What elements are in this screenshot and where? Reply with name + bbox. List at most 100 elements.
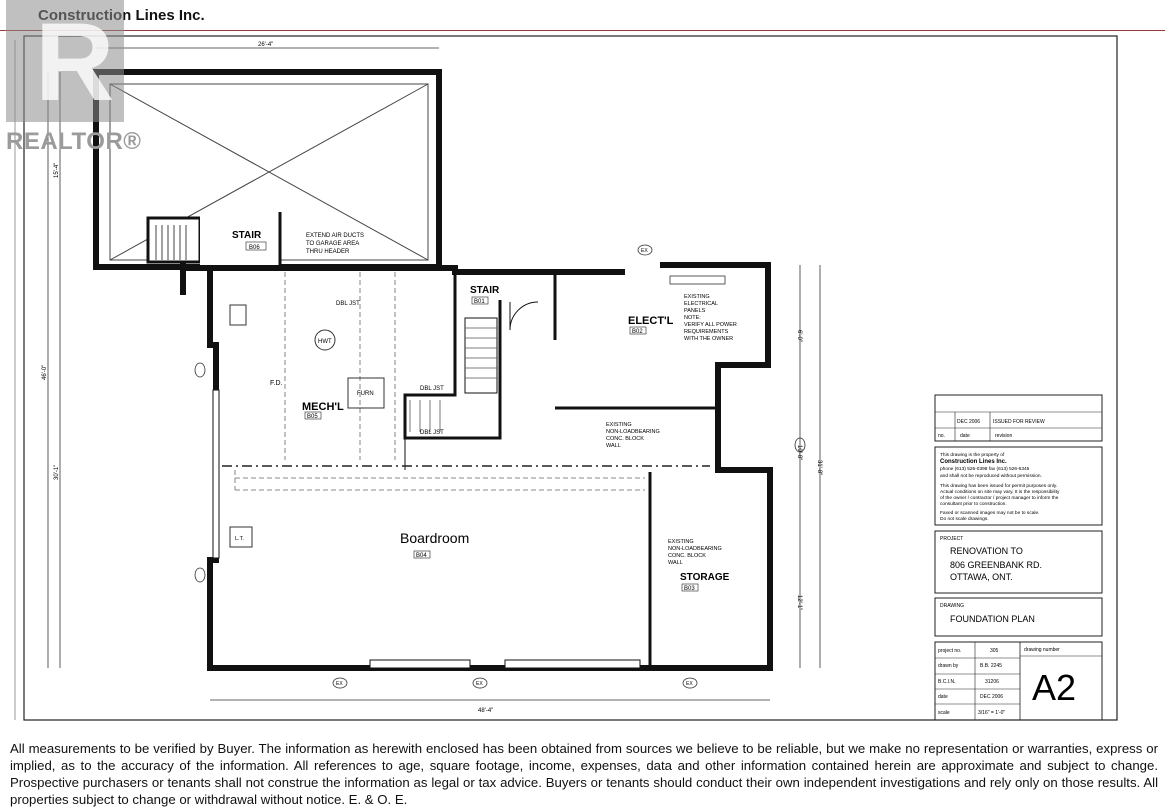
permit-2: Actual conditions on site may vary. It i… [940, 489, 1060, 495]
wall-note-1-line-2: NON-LOADBEARING [606, 429, 660, 435]
project-label: PROJECT [940, 536, 963, 542]
drawing-label: DRAWING [940, 603, 964, 609]
own-2: Construction Lines Inc. [940, 459, 1007, 465]
project-line-1: RENOVATION TO [950, 546, 1023, 556]
title-block: DEC 2006 ISSUED FOR REVIEW no. date revi… [934, 394, 1103, 721]
drawn-by: B.B. 2245 [980, 663, 1002, 669]
realtor-logo-letter: R [35, 1, 114, 124]
bcin-label: B.C.I.N. [938, 679, 956, 685]
scale-label: scale [938, 710, 950, 716]
water-heater-symbol [314, 329, 336, 351]
boardroom-tag [413, 550, 431, 559]
electl-label: ELECT'L [628, 315, 674, 327]
ex-markers [194, 244, 806, 689]
mech-label: MECH'L [302, 401, 344, 413]
stair-upper-label: STAIR [232, 230, 262, 241]
wall-note-1: EXISTING NON-LOADBEARING CONC. BLOCK WAL… [606, 422, 660, 449]
hwt-label: HWT [318, 339, 332, 345]
rev-date: DEC 2006 [957, 419, 980, 425]
electrical-panels [669, 275, 726, 285]
electrical-note-7: WITH THE OWNER [684, 336, 733, 342]
dbl-jst-3: DBL JST [420, 430, 444, 436]
dimension-labels: 26'-4" 48'-4" 15'-4" 46'-0" 30'-1" 6'-0"… [42, 42, 822, 714]
electrical-note-5: VERIFY ALL POWER [684, 322, 737, 328]
wall-note-2-line-4: WALL [668, 560, 683, 566]
mech-code: B05 [307, 414, 318, 420]
electrical-note-1: EXISTING [684, 294, 710, 300]
upper-stair: STAIR B06 [146, 212, 282, 270]
realtor-brand: REALTOR® [6, 128, 142, 155]
dbl-jst-2: DBL JST [420, 386, 444, 392]
disclaimer-text: All measurements to be verified by Buyer… [10, 741, 1158, 807]
drawing-number: A2 [1032, 667, 1076, 708]
date: DEC 2006 [980, 694, 1003, 700]
windows [212, 389, 641, 669]
stair-mid-tag [471, 296, 489, 305]
ex-label-4: EX [686, 681, 693, 687]
drawing-number-label: drawing number [1024, 647, 1060, 653]
wall-note-2-line-2: NON-LOADBEARING [668, 546, 722, 552]
own-4: and shall not be reproduced without perm… [940, 473, 1042, 479]
wall-note-1-line-1: EXISTING [606, 422, 632, 428]
lt-label: L.T. [235, 536, 244, 542]
dim-left-2: 46'-0" [42, 365, 48, 380]
boardroom-label: Boardroom [400, 530, 469, 546]
fd-label: F.D. [270, 380, 283, 387]
scale: 3/16" = 1'-0" [978, 710, 1005, 716]
storage-label: STORAGE [680, 572, 730, 583]
stair-upper-code: B06 [249, 245, 260, 251]
electrical-note-3: PANELS [684, 308, 706, 314]
drawing-title: FOUNDATION PLAN [950, 614, 1035, 624]
dim-left-1: 15'-4" [54, 163, 60, 178]
foundation-walls [180, 262, 773, 671]
dashed-joists [234, 272, 645, 491]
electrical-note-2: ELECTRICAL [684, 301, 718, 307]
dim-right-1: 6'-0" [796, 330, 802, 342]
rev-col-revision: revision [995, 433, 1012, 439]
dim-bottom: 48'-4" [478, 708, 493, 714]
laundry-tub-symbol [229, 526, 253, 548]
rev-col-no: no. [938, 433, 945, 439]
floor-plan-drawing: STAIR B06 EXTEND AIR DUCTS TO GARAGE ARE… [14, 35, 1118, 721]
dimension-lines [47, 47, 821, 701]
boardroom-code: B04 [416, 553, 427, 559]
sheet-border [23, 35, 1118, 721]
project-no: 305 [990, 648, 999, 654]
stair-mid-label: STAIR [470, 285, 500, 296]
drawn-by-label: drawn by [938, 663, 959, 669]
ex-label-2: EX [336, 681, 343, 687]
dbl-jst-1: DBL JST [336, 301, 360, 307]
wall-note-2: EXISTING NON-LOADBEARING CONC. BLOCK WAL… [668, 539, 722, 566]
rev-desc: ISSUED FOR REVIEW [993, 419, 1045, 425]
scan-1: Faxed or scanned images may not be to sc… [940, 510, 1039, 516]
note-air-duct-2: TO GARAGE AREA [306, 241, 359, 247]
date-label: date [938, 694, 948, 700]
note-air-duct-3: THRU HEADER [306, 249, 350, 255]
dim-right-3: 31'-8" [816, 460, 822, 475]
scan-2: Do not scale drawings. [940, 516, 989, 522]
note-air-duct-1: EXTEND AIR DUCTS [306, 233, 364, 239]
storage-tag [681, 583, 699, 592]
project-line-2: 806 GREENBANK RD. [950, 560, 1042, 570]
dim-right-4: 12'-1" [796, 595, 802, 610]
realtor-watermark: R REALTOR® [0, 0, 142, 165]
sump-symbol [229, 304, 247, 326]
ex-labels: EX EX EX EX [336, 248, 693, 687]
storage-code: B03 [684, 586, 695, 592]
own-3: phone (613) 526-0398 fax (613) 526-6345 [940, 466, 1030, 472]
rev-col-date: date [960, 433, 970, 439]
dim-right-2: 10'-8" [796, 445, 802, 460]
electl-tag [629, 326, 647, 335]
mech-tag [304, 411, 322, 420]
dim-top: 26'-4" [258, 42, 273, 48]
dim-left-3: 30'-1" [54, 465, 60, 480]
stair-mid [409, 327, 497, 432]
furn-label: FURN [357, 391, 374, 397]
stair-mid-code: B01 [474, 299, 485, 305]
realtor-logo-icon: R [6, 0, 124, 124]
header: Construction Lines Inc. [0, 0, 1165, 31]
air-duct-note: EXTEND AIR DUCTS TO GARAGE AREA THRU HEA… [306, 233, 364, 255]
header-divider [0, 30, 1165, 31]
own-1: This drawing is the property of [940, 452, 1005, 458]
ex-label-1: EX [641, 248, 648, 254]
